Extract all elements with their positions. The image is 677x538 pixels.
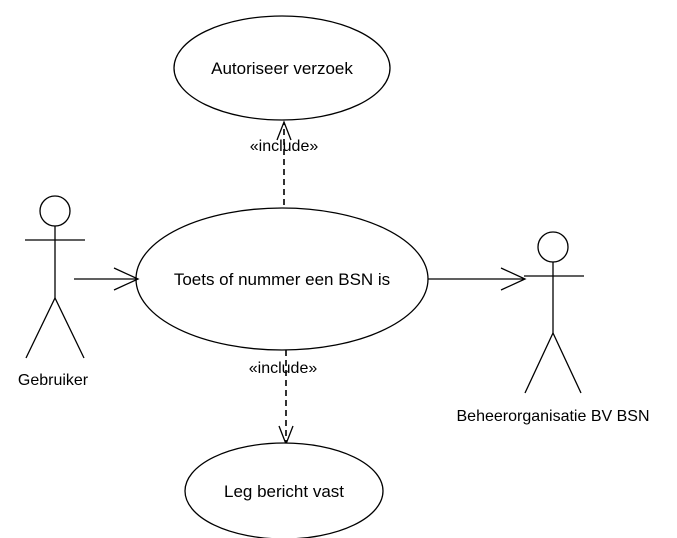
include-top-arrowhead — [276, 120, 292, 141]
actor-organisation-label: Beheerorganisatie BV BSN — [457, 408, 650, 425]
include-relation-top: «include» — [250, 120, 319, 225]
actor-organisation-head — [537, 231, 569, 263]
use-case-check-bsn: Toets of nummer een BSN is — [135, 207, 429, 351]
use-case-log-message-ellipse — [184, 442, 384, 538]
association-organisation-arrowhead — [500, 267, 527, 291]
association-check-to-organisation — [428, 267, 527, 291]
association-user-arrowhead — [113, 267, 140, 291]
use-case-log-message: Leg bericht vast — [184, 442, 384, 538]
actor-user-label: Gebruiker — [18, 372, 89, 389]
actor-organisation-legs — [524, 331, 582, 394]
include-top-label: «include» — [250, 138, 319, 155]
actor-user-legs — [25, 296, 85, 359]
actor-user: Gebruiker — [18, 195, 89, 389]
use-case-log-message-label: Leg bericht vast — [224, 482, 344, 501]
actor-organisation: Beheerorganisatie BV BSN — [457, 231, 650, 425]
use-case-authorize-ellipse — [173, 15, 391, 121]
include-relation-bottom: «include» — [249, 350, 318, 446]
use-case-authorize: Autoriseer verzoek — [173, 15, 391, 121]
actor-user-head — [39, 195, 71, 227]
include-bottom-label: «include» — [249, 360, 318, 377]
use-case-check-bsn-label: Toets of nummer een BSN is — [174, 270, 390, 289]
use-case-authorize-label: Autoriseer verzoek — [211, 59, 353, 78]
association-user-to-check — [74, 267, 140, 291]
